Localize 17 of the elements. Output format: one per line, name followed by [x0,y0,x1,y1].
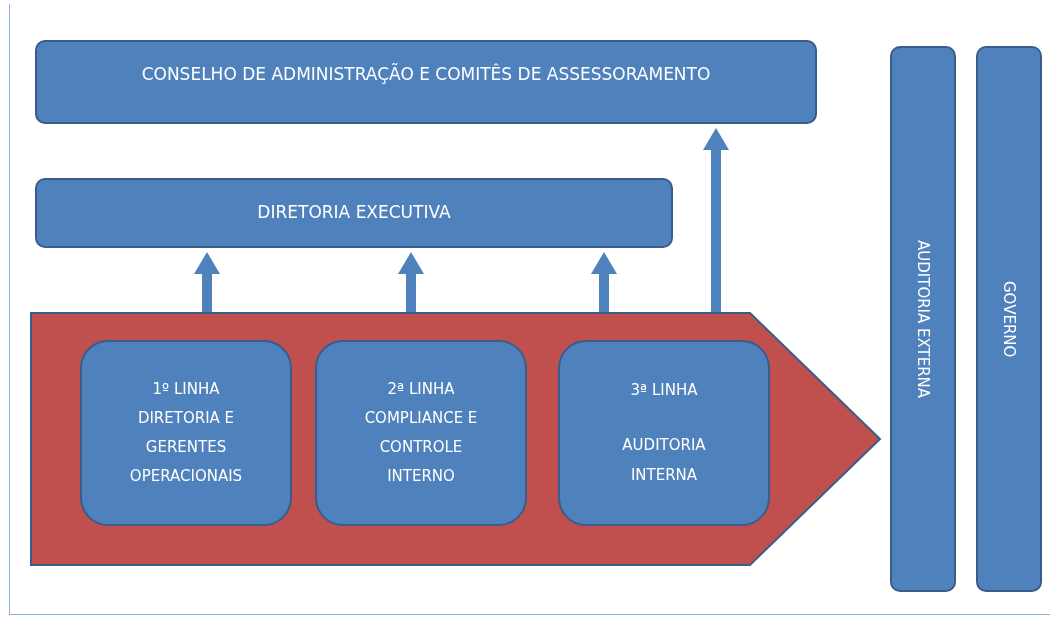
box-label: AUDITORIA EXTERNA [914,239,932,399]
box-label: DIRETORIA EXECUTIVA [257,201,451,224]
header-box [35,178,673,248]
box-label: GOVERNO [1000,280,1018,358]
box-label: 3ª LINHA [630,380,698,402]
header-box [35,40,817,124]
box-label: CONSELHO DE ADMINISTRAÇÃO E COMITÊS DE ASSESSORAMENTO [141,62,711,86]
block-arrow [398,252,424,312]
arrow-shape [30,312,882,566]
block-arrow [703,128,729,312]
box-label: 2ª LINHA COMPLIANCE E CONTROLE INTERNO [363,378,479,488]
vertical-box [890,46,956,592]
box-label: 1º LINHA DIRETORIA E GERENTES OPERACIONAIS [128,378,244,488]
vertical-box [976,46,1042,592]
block-arrow [194,252,220,312]
box-label: AUDITORIA INTERNA [621,435,707,486]
block-arrow [591,252,617,312]
